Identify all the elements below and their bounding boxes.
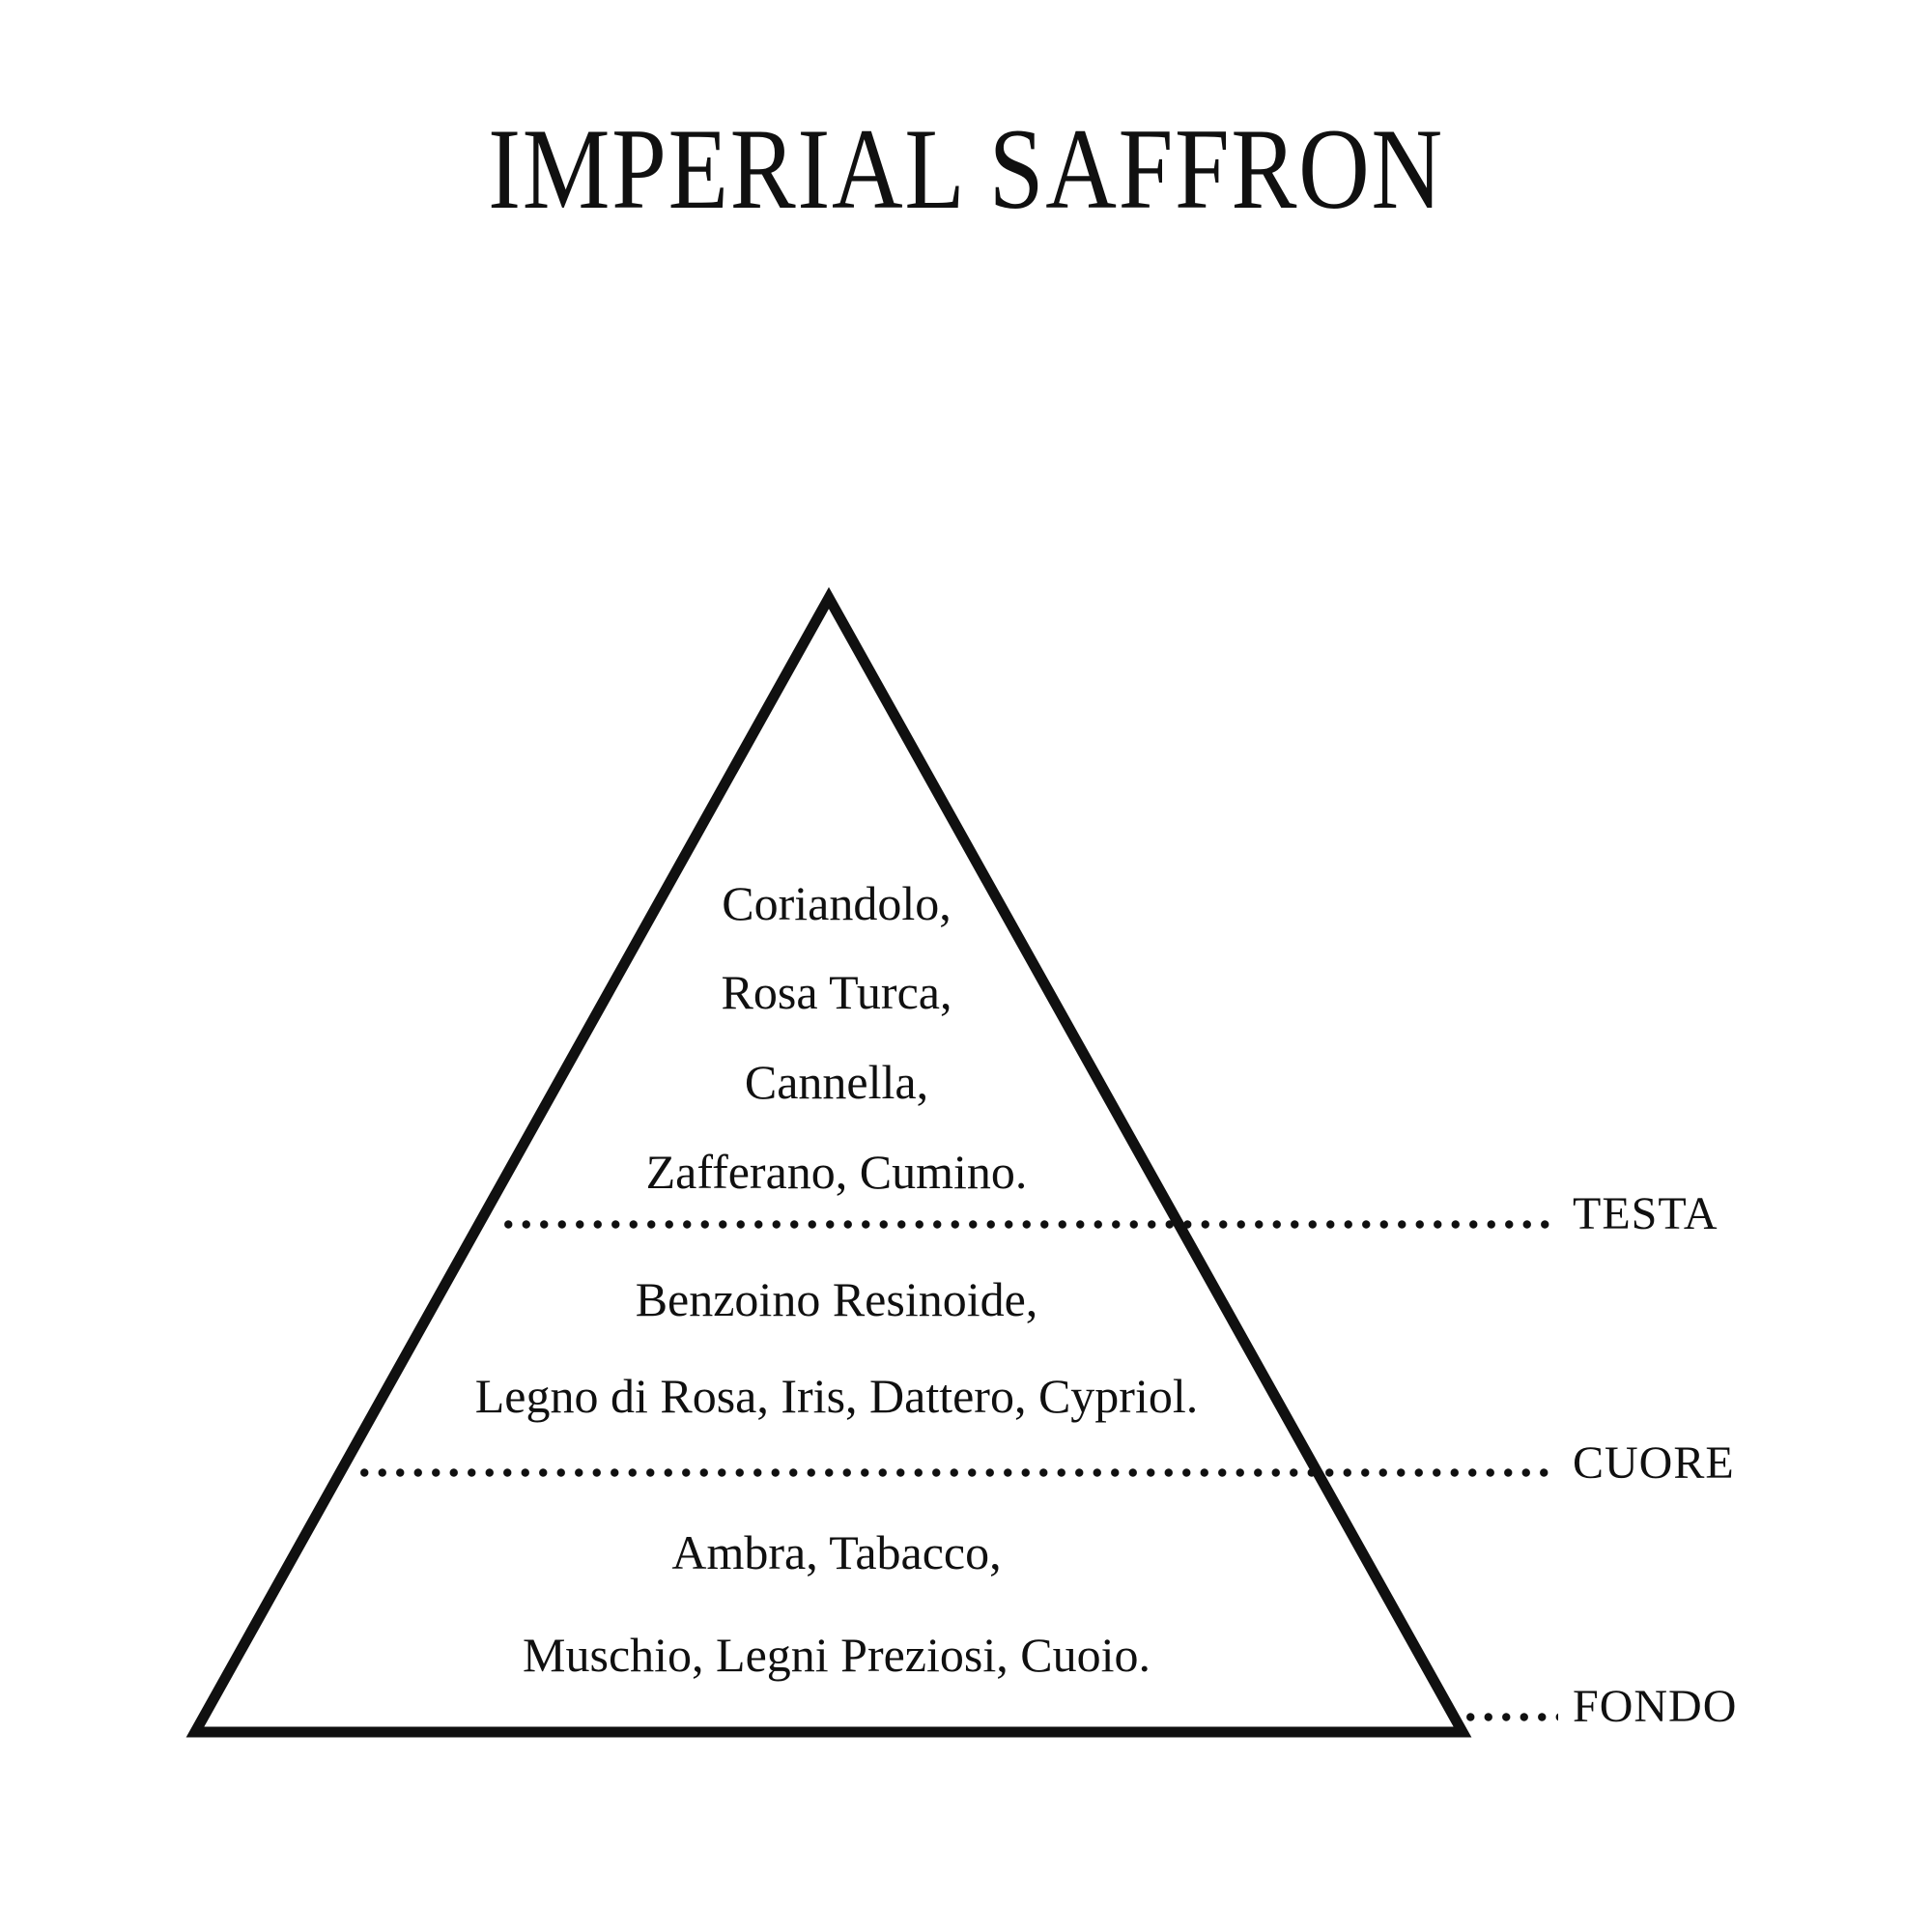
note-line: Zafferano, Cumino. (645, 1145, 1028, 1199)
note-line: Ambra, Tabacco, (671, 1525, 1002, 1579)
fondo-divider-dotted-line (1462, 1713, 1558, 1721)
tier-label-cuore: CUORE (1573, 1437, 1735, 1489)
note-line: Cannella, (744, 1055, 929, 1109)
note-line: Rosa Turca, (721, 965, 952, 1019)
pyramid-triangle-shape (185, 586, 1472, 1738)
page-title: IMPERIAL SAFFRON (488, 104, 1444, 233)
tier-label-testa: TESTA (1573, 1188, 1719, 1239)
note-line: Benzoino Resinoide, (635, 1272, 1038, 1326)
tier-label-fondo: FONDO (1573, 1681, 1738, 1732)
cuore-divider-dotted-line (355, 1468, 1555, 1477)
note-line: Coriandolo, (722, 876, 952, 930)
note-line: Muschio, Legni Preziosi, Cuoio. (523, 1628, 1151, 1682)
testa-divider-dotted-line (499, 1220, 1558, 1229)
note-line: Legno di Rosa, Iris, Dattero, Cypriol. (474, 1369, 1199, 1423)
